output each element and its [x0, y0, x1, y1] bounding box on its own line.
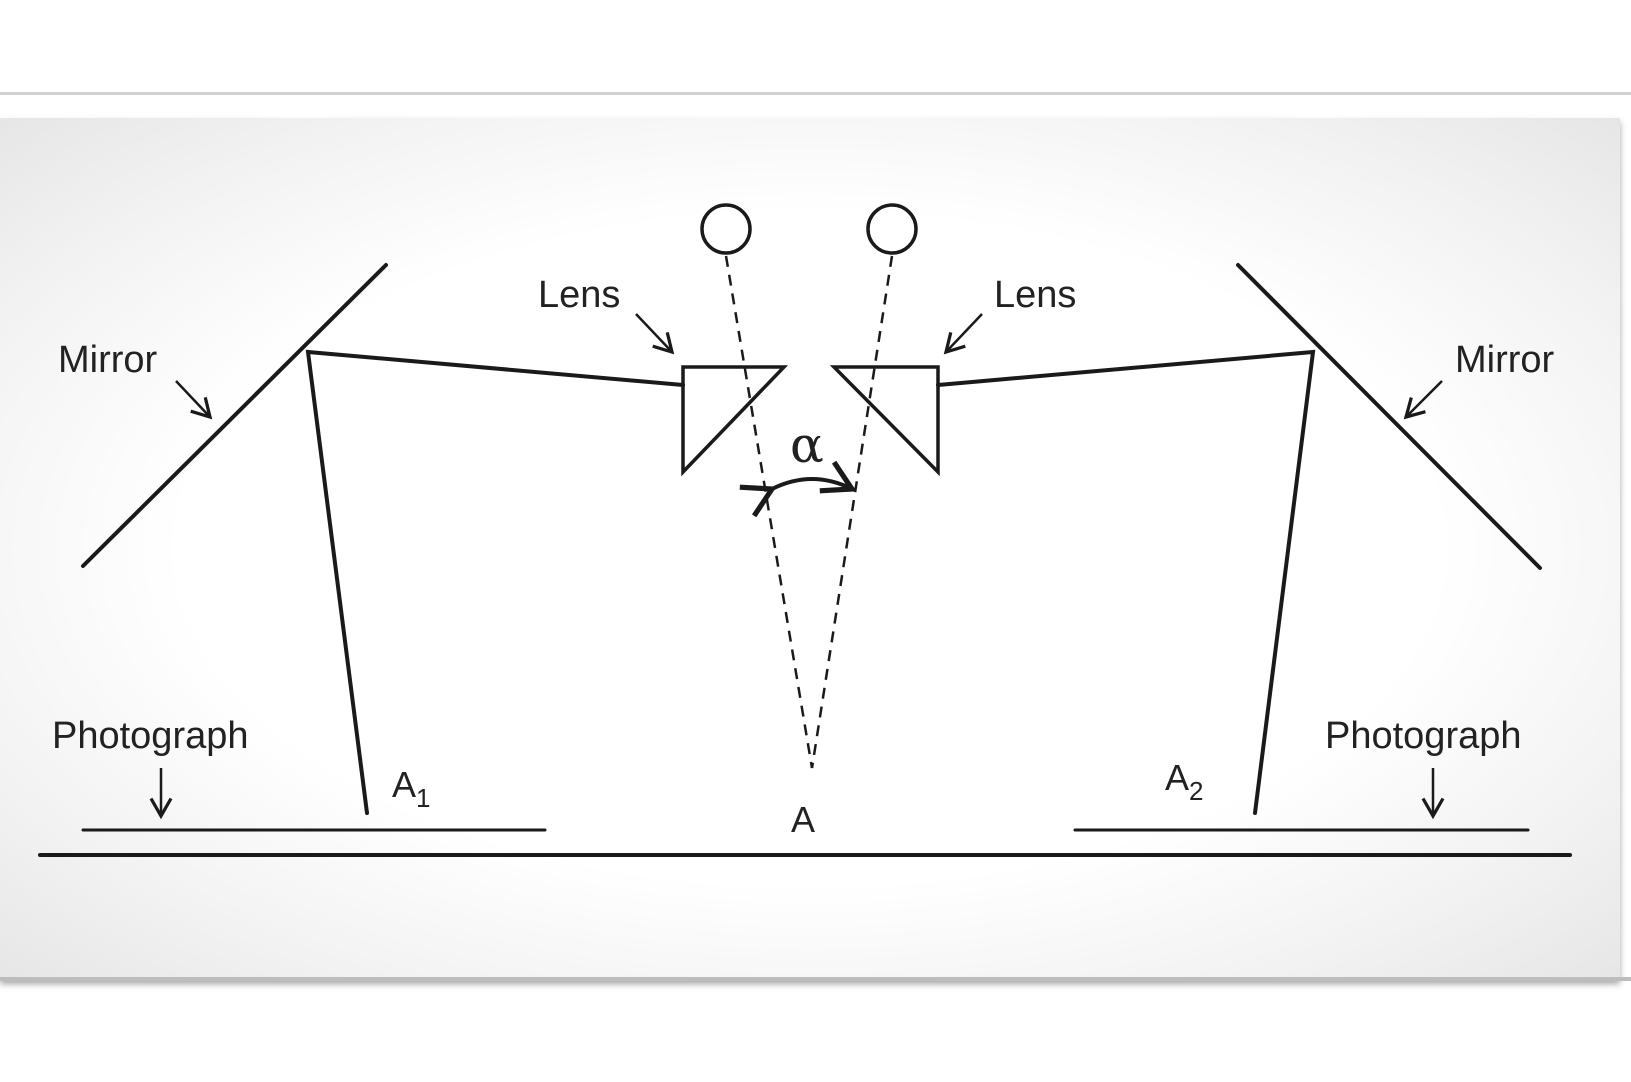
- lens-right-prism: [829, 365, 940, 477]
- bottom-divider: [0, 977, 1631, 981]
- lens-right-label: Lens: [994, 274, 1076, 316]
- lens-left-label: Lens: [538, 274, 620, 316]
- mirror-right-pointer-arrow: [1403, 380, 1443, 420]
- ray-right: [936, 349, 1316, 815]
- point-a2-subscript: 2: [1189, 776, 1203, 806]
- point-a1-label: A1: [392, 764, 430, 813]
- point-a1-subscript: 1: [416, 783, 430, 813]
- lens-right-pointer-arrow: [943, 313, 983, 355]
- angle-alpha-arc: [739, 460, 857, 518]
- ray-left: [305, 349, 685, 815]
- photograph-right-label: Photograph: [1325, 715, 1522, 757]
- mirror-left: [81, 263, 388, 568]
- mirror-left-pointer-arrow: [175, 380, 213, 420]
- lens-left-pointer-arrow: [635, 313, 675, 355]
- eye-left: [700, 203, 752, 255]
- sightline-right: [810, 255, 894, 769]
- point-a2-letter: A: [1165, 757, 1189, 798]
- top-divider: [0, 92, 1631, 95]
- diagram-panel: [0, 118, 1620, 980]
- sightline-left: [724, 255, 814, 769]
- photograph-left-label: Photograph: [52, 715, 249, 757]
- lens-left-prism: [681, 365, 789, 477]
- point-a-label: A: [791, 799, 815, 840]
- eye-right: [866, 203, 918, 255]
- angle-alpha-label: α: [790, 416, 824, 474]
- mirror-right: [1236, 263, 1542, 570]
- point-a1-letter: A: [392, 764, 416, 805]
- point-a2-label: A2: [1165, 757, 1203, 806]
- mirror-left-label: Mirror: [58, 339, 158, 381]
- mirror-right-label: Mirror: [1455, 339, 1555, 381]
